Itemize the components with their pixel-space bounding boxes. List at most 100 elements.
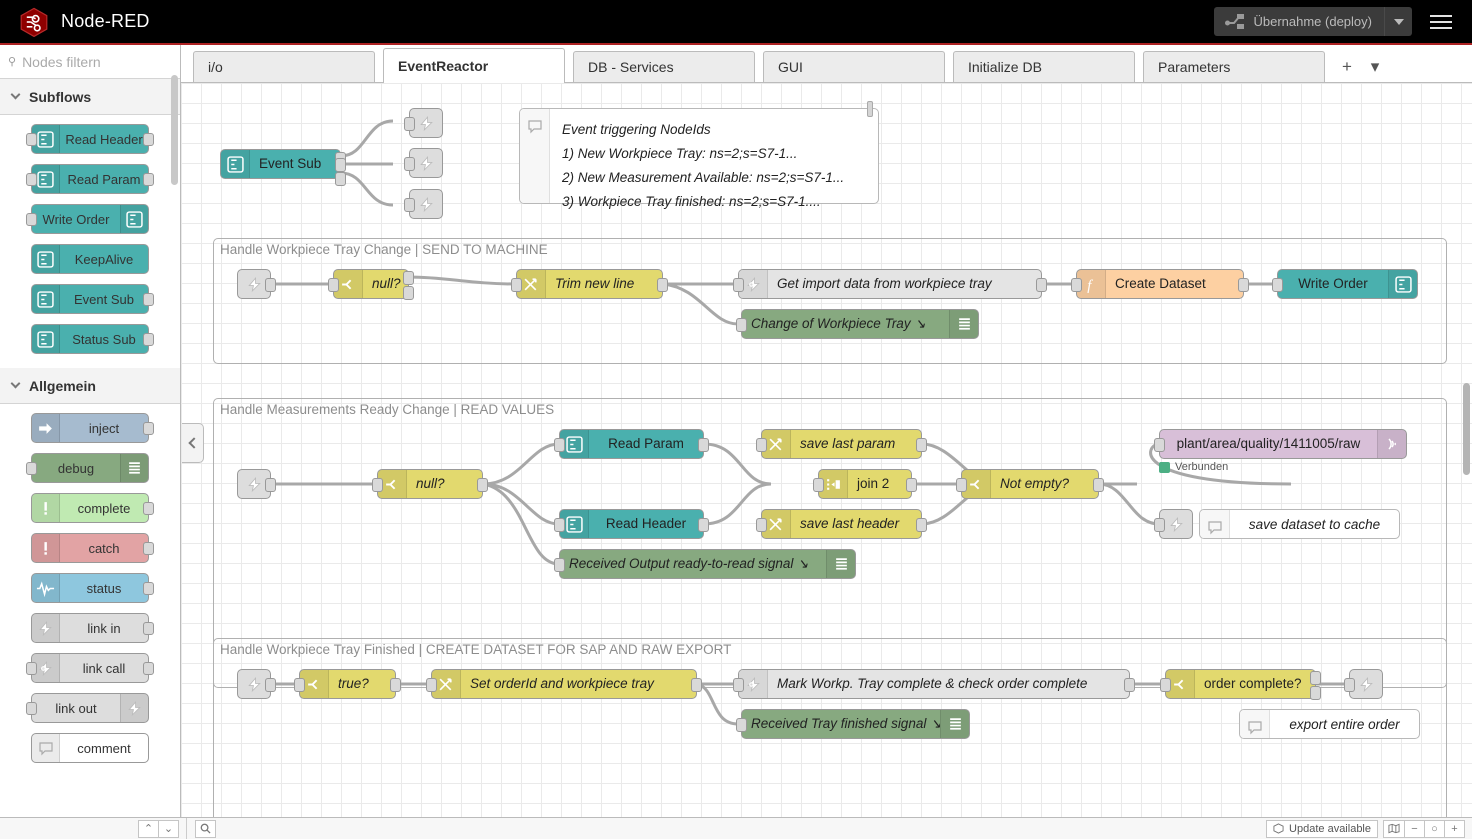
- node-link-out[interactable]: [409, 108, 443, 138]
- add-flow-button[interactable]: +: [1333, 51, 1361, 82]
- navigator-button[interactable]: [1383, 820, 1405, 838]
- output-port[interactable]: [1238, 278, 1249, 292]
- node-true-check[interactable]: true?: [299, 669, 396, 699]
- input-port[interactable]: [1154, 438, 1165, 452]
- deploy-button-main[interactable]: Übernahme (deploy): [1214, 7, 1384, 36]
- output-port[interactable]: [143, 333, 154, 346]
- palette-node-status[interactable]: status: [31, 573, 149, 603]
- output-port[interactable]: [691, 678, 702, 692]
- palette-category-subflows[interactable]: Subflows: [0, 79, 180, 115]
- output-port[interactable]: [265, 478, 276, 492]
- input-port[interactable]: [756, 518, 767, 532]
- tab-i-o[interactable]: i/o: [193, 51, 375, 82]
- output-port[interactable]: [143, 582, 154, 595]
- input-port[interactable]: [956, 478, 967, 492]
- input-port[interactable]: [736, 318, 747, 332]
- input-port[interactable]: [554, 438, 565, 452]
- palette-node-comment[interactable]: comment: [31, 733, 149, 763]
- input-port[interactable]: [511, 278, 522, 292]
- node-link-in[interactable]: [237, 669, 271, 699]
- palette-node-read-param[interactable]: Read Param: [31, 164, 149, 194]
- output-port[interactable]: [143, 502, 154, 515]
- output-port[interactable]: [390, 678, 401, 692]
- zoom-out-button[interactable]: −: [1404, 820, 1425, 838]
- node-debug-output-ready[interactable]: Received Output ready-to-read signal ↘: [559, 549, 856, 579]
- tab-parameters[interactable]: Parameters: [1143, 51, 1325, 82]
- main-menu-button[interactable]: [1420, 0, 1462, 44]
- output-port[interactable]: [906, 478, 917, 492]
- node-create-dataset[interactable]: f Create Dataset: [1076, 269, 1244, 299]
- input-port[interactable]: [26, 133, 37, 146]
- output-port[interactable]: [1310, 686, 1321, 700]
- input-port[interactable]: [26, 702, 37, 715]
- node-debug-tray-finished[interactable]: Received Tray finished signal ↘: [741, 709, 970, 739]
- palette-node-link-out[interactable]: link out: [31, 693, 149, 723]
- input-port[interactable]: [26, 213, 37, 226]
- input-port[interactable]: [813, 478, 824, 492]
- tab-gui[interactable]: GUI: [763, 51, 945, 82]
- palette-node-link-in[interactable]: link in: [31, 613, 149, 643]
- palette-node-read-header[interactable]: Read Header: [31, 124, 149, 154]
- node-order-complete[interactable]: order complete?: [1165, 669, 1316, 699]
- input-port[interactable]: [733, 278, 744, 292]
- input-port[interactable]: [1160, 678, 1171, 692]
- node-set-orderid[interactable]: Set orderId and workpiece tray: [431, 669, 697, 699]
- comment-node-event-ids[interactable]: Event triggering NodeIds1) New Workpiece…: [519, 108, 879, 204]
- node-link-out[interactable]: [1349, 669, 1383, 699]
- input-port[interactable]: [26, 462, 37, 475]
- output-port[interactable]: [143, 173, 154, 186]
- palette-node-complete[interactable]: complete: [31, 493, 149, 523]
- expand-all-button[interactable]: ⌄: [158, 820, 179, 838]
- node-write-order[interactable]: Write Order: [1277, 269, 1418, 299]
- palette-node-link-call[interactable]: link call: [31, 653, 149, 683]
- input-port[interactable]: [756, 438, 767, 452]
- node-not-empty[interactable]: Not empty?: [961, 469, 1099, 499]
- input-port[interactable]: [1154, 518, 1165, 532]
- output-port[interactable]: [1036, 278, 1047, 292]
- output-port[interactable]: [143, 293, 154, 306]
- output-port[interactable]: [143, 422, 154, 435]
- palette-scrollbar[interactable]: [171, 75, 178, 185]
- input-port[interactable]: [404, 198, 415, 212]
- node-read-param[interactable]: Read Param: [559, 429, 704, 459]
- output-port[interactable]: [335, 172, 346, 186]
- node-link-out[interactable]: [409, 148, 443, 178]
- tab-initialize-db[interactable]: Initialize DB: [953, 51, 1135, 82]
- output-port[interactable]: [143, 622, 154, 635]
- output-port[interactable]: [143, 542, 154, 555]
- node-link-in[interactable]: [237, 269, 271, 299]
- palette-node-catch[interactable]: catch: [31, 533, 149, 563]
- node-event-sub[interactable]: Event Sub: [220, 149, 341, 179]
- palette-node-keepalive[interactable]: KeepAlive: [31, 244, 149, 274]
- node-link-in[interactable]: [237, 469, 271, 499]
- output-port[interactable]: [143, 133, 154, 146]
- node-trim-new-line[interactable]: Trim new line: [516, 269, 663, 299]
- output-port[interactable]: [143, 662, 154, 675]
- output-port[interactable]: [1093, 478, 1104, 492]
- group-workpiece-tray-change[interactable]: Handle Workpiece Tray Change | SEND TO M…: [213, 238, 1447, 364]
- output-port[interactable]: [916, 438, 927, 452]
- node-null-check-1[interactable]: null?: [333, 269, 409, 299]
- deploy-dropdown-toggle[interactable]: [1384, 7, 1412, 36]
- node-read-header[interactable]: Read Header: [559, 509, 704, 539]
- output-port[interactable]: [477, 478, 488, 492]
- input-port[interactable]: [26, 173, 37, 186]
- output-port[interactable]: [1310, 671, 1321, 685]
- flow-list-button[interactable]: ▾: [1361, 51, 1389, 82]
- palette-node-inject[interactable]: inject: [31, 413, 149, 443]
- zoom-in-button[interactable]: +: [1444, 820, 1465, 838]
- output-port[interactable]: [265, 278, 276, 292]
- node-mark-workpiece-complete[interactable]: Mark Workp. Tray complete & check order …: [738, 669, 1130, 699]
- zoom-reset-button[interactable]: ○: [1424, 820, 1445, 838]
- output-port[interactable]: [916, 518, 927, 532]
- input-port[interactable]: [1272, 278, 1283, 292]
- input-port[interactable]: [554, 558, 565, 572]
- node-link-out[interactable]: [1159, 509, 1193, 539]
- comment-node-save-dataset[interactable]: save dataset to cache: [1199, 509, 1400, 539]
- node-link-out[interactable]: [409, 189, 443, 219]
- input-port[interactable]: [736, 718, 747, 732]
- resize-handle[interactable]: [867, 101, 873, 117]
- deploy-button[interactable]: Übernahme (deploy): [1214, 7, 1412, 36]
- node-join-2[interactable]: join 2: [818, 469, 912, 499]
- palette-node-event-sub[interactable]: Event Sub: [31, 284, 149, 314]
